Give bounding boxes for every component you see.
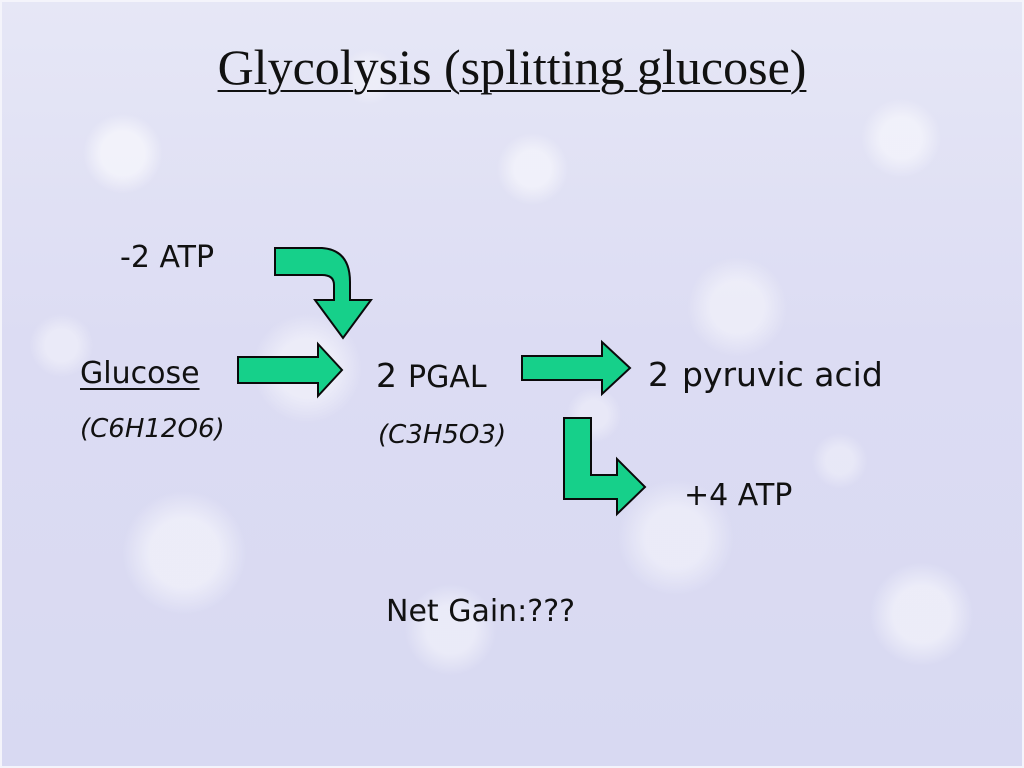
pgal-to-pyruvic-arrow (521, 339, 632, 397)
atp-input-label: -2 ATP (120, 240, 215, 275)
pyruvic-acid-label: pyruvic acid (682, 355, 883, 394)
pyruvic-count: 2 (648, 355, 669, 394)
glucose-formula: (C6H12O6) (80, 414, 225, 444)
glucose-label: Glucose (80, 356, 200, 391)
atp-output-label: +4 ATP (684, 478, 793, 513)
atp-output-arrow (563, 417, 647, 517)
atp-input-arrow (274, 247, 373, 340)
pgal-label: PGAL (408, 360, 487, 395)
glucose-to-pgal-arrow (237, 341, 344, 399)
pgal-formula: (C3H5O3) (378, 420, 507, 450)
pgal-count: 2 (376, 356, 397, 395)
slide-title: Glycolysis (splitting glucose) (217, 39, 807, 95)
net-gain-label: Net Gain:??? (386, 594, 576, 629)
